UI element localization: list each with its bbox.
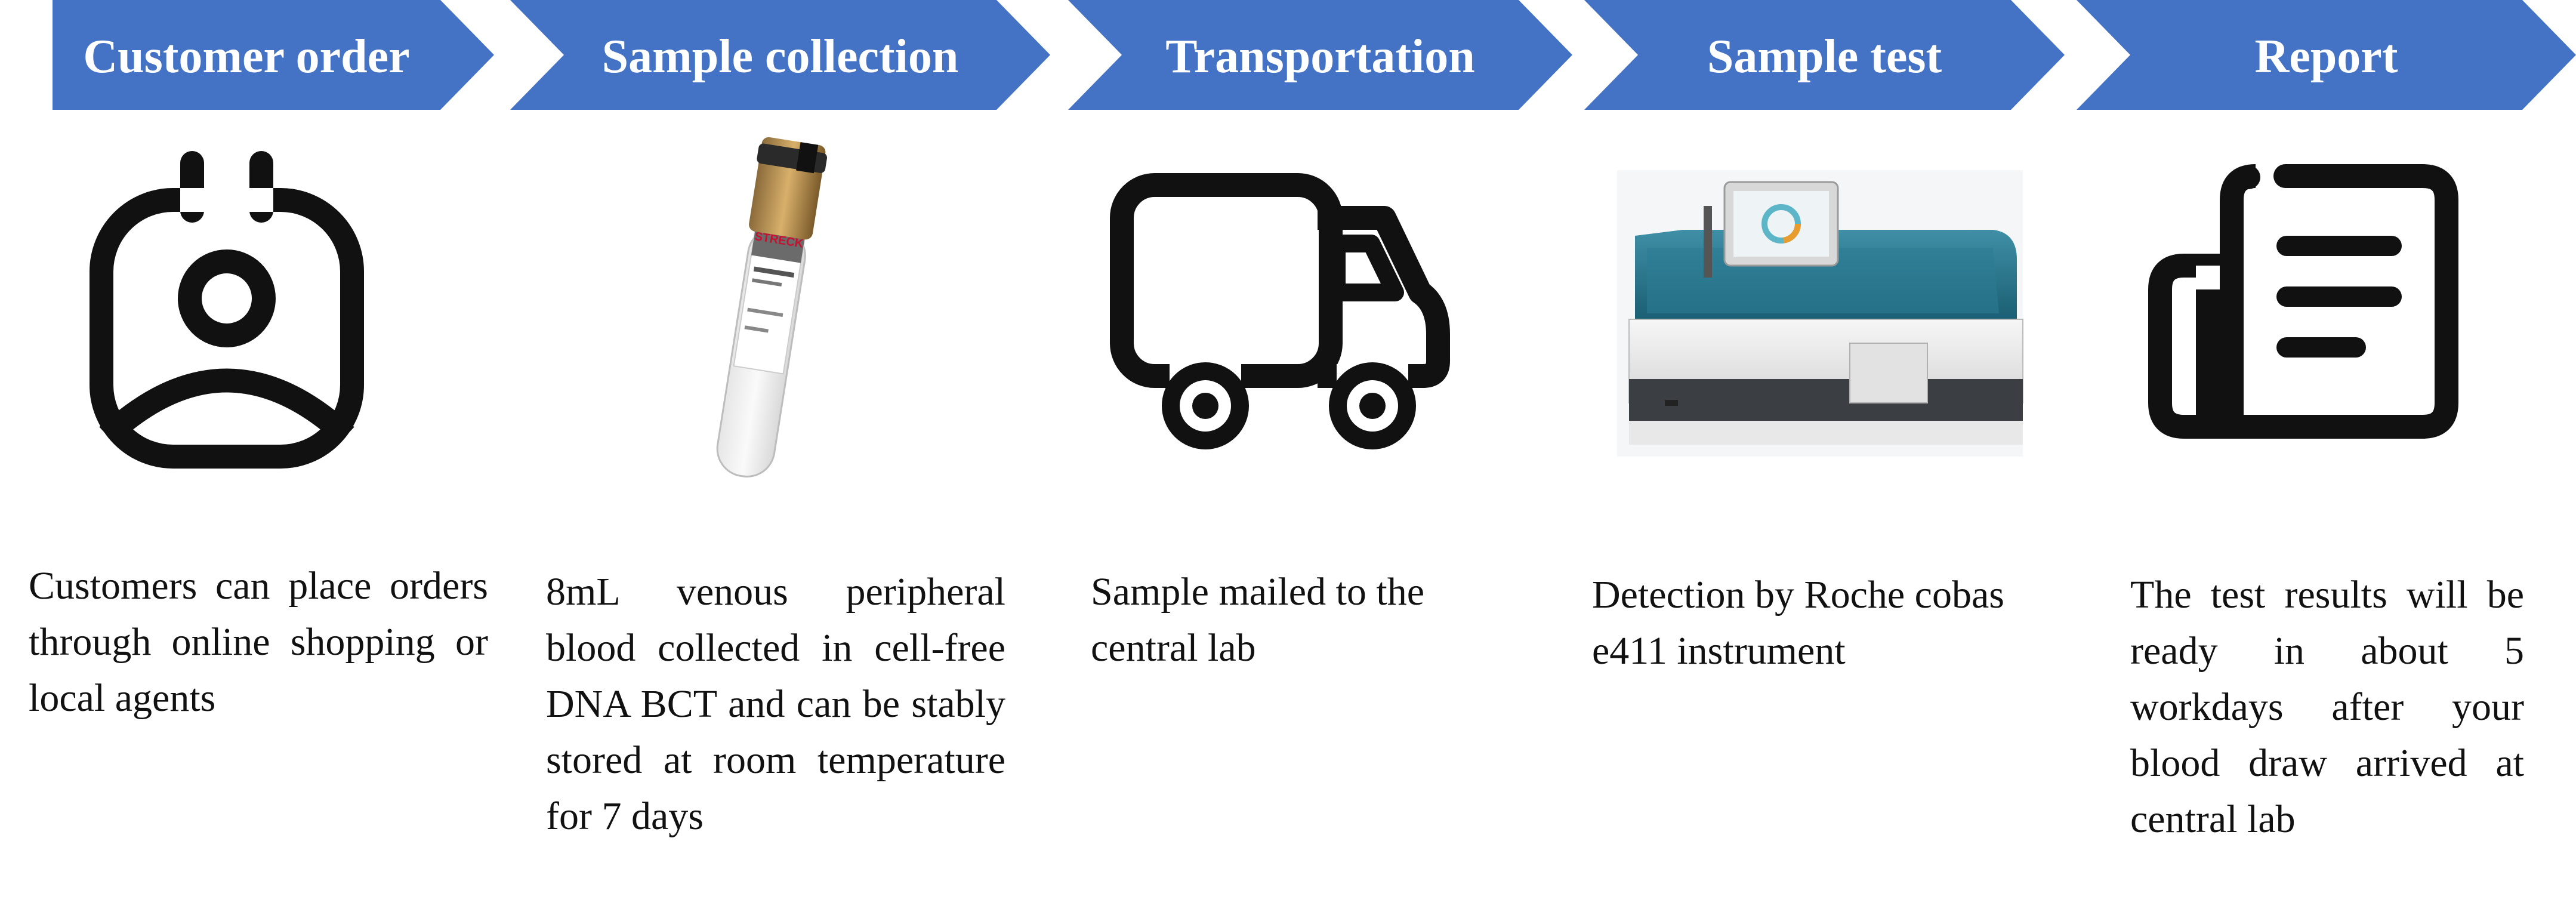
step-transportation-title: Transportation bbox=[1165, 30, 1475, 83]
chevron-shape bbox=[510, 0, 1050, 110]
delivery-truck-icon bbox=[1110, 173, 1450, 454]
step-report-chevron: Report bbox=[2077, 0, 2576, 110]
step-sample-test-description: Detection by Roche cobas e411 instrument bbox=[1592, 573, 2004, 673]
step-customer-order-title: Customer order bbox=[83, 30, 410, 83]
step-transportation-chevron: Transportation bbox=[1068, 0, 1572, 110]
chevron-shape bbox=[1584, 0, 2065, 110]
step-customer-order-description: Customers can place orders through onlin… bbox=[29, 564, 488, 720]
step-transportation-description: Sample mailed to the central lab bbox=[1091, 570, 1425, 670]
step-sample-test-title: Sample test bbox=[1707, 30, 1942, 83]
step-report-description: The test results will be ready in about … bbox=[2130, 573, 2524, 841]
step-sample-collection-description: 8mL venous peripheral blood collected in… bbox=[546, 570, 1005, 838]
roche-analyzer-image bbox=[1611, 164, 2029, 463]
step-sample-test-chevron: Sample test bbox=[1584, 0, 2065, 110]
chevron-shape bbox=[2077, 0, 2576, 110]
step-customer-order-chevron: Customer order bbox=[53, 0, 494, 110]
calendar-person-icon bbox=[84, 146, 370, 480]
blood-collection-tube-image: STRECK bbox=[668, 131, 859, 495]
step-report-title: Report bbox=[2254, 30, 2398, 83]
report-document-icon bbox=[2142, 164, 2464, 445]
chevron-shape bbox=[1068, 0, 1572, 110]
step-sample-collection-title: Sample collection bbox=[601, 30, 959, 83]
step-sample-collection-chevron: Sample collection bbox=[510, 0, 1050, 110]
chevron-shape bbox=[53, 0, 494, 110]
